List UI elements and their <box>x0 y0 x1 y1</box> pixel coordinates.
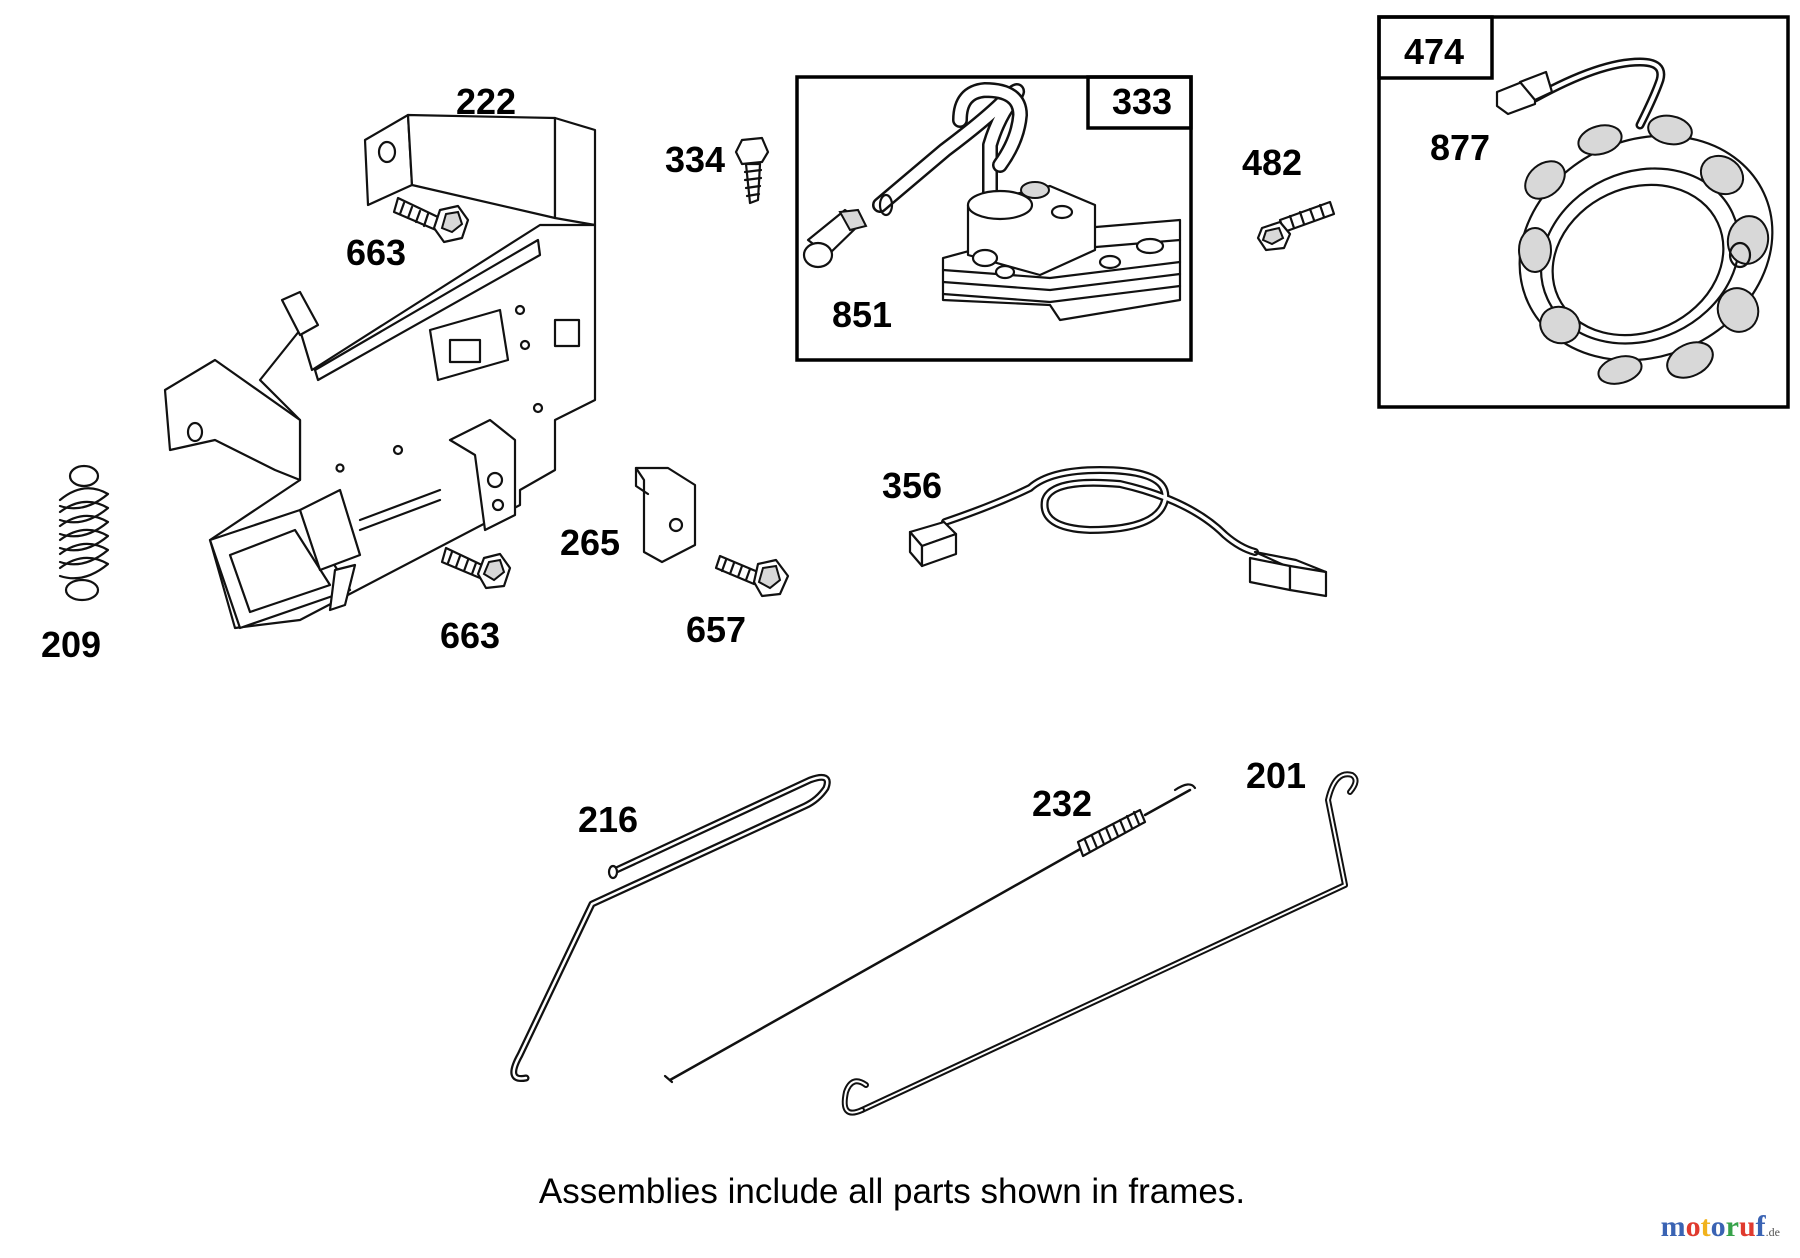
frame-label-333: 333 <box>1112 81 1173 122</box>
label-663-lower: 663 <box>440 615 501 656</box>
label-877: 877 <box>1430 127 1491 168</box>
clip-265 <box>634 466 697 564</box>
screw-482 <box>1256 200 1336 252</box>
label-232: 232 <box>1032 783 1093 824</box>
screw-657 <box>714 554 790 598</box>
watermark-letter: f <box>1755 1210 1766 1243</box>
label-209: 209 <box>41 624 102 665</box>
watermark-suffix: .de <box>1765 1225 1780 1239</box>
watermark-letter: r <box>1725 1210 1739 1243</box>
screw-663-upper <box>392 196 470 244</box>
label-265: 265 <box>560 522 621 563</box>
wire-356 <box>908 466 1328 598</box>
label-334: 334 <box>665 139 726 180</box>
label-663-upper: 663 <box>346 232 407 273</box>
rod-201 <box>841 771 1359 1116</box>
label-482: 482 <box>1242 142 1303 183</box>
armature-851 <box>802 82 1182 322</box>
frame-333 <box>795 75 1193 362</box>
watermark-letter: o <box>1710 1210 1726 1243</box>
watermark-letter: u <box>1738 1210 1756 1243</box>
label-222: 222 <box>456 81 517 122</box>
label-201: 201 <box>1246 755 1307 796</box>
label-851: 851 <box>832 294 893 335</box>
control-bracket-222 <box>163 113 597 630</box>
watermark-letter: o <box>1685 1210 1701 1243</box>
frame-label-474: 474 <box>1404 31 1465 72</box>
frame-474 <box>1377 15 1790 409</box>
watermark-letter: t <box>1700 1210 1711 1243</box>
screw-334 <box>734 136 770 205</box>
label-216: 216 <box>578 799 639 840</box>
rod-232 <box>663 783 1197 1084</box>
label-356: 356 <box>882 465 943 506</box>
screw-663-lower <box>440 546 512 590</box>
spring-209 <box>58 464 110 602</box>
label-657: 657 <box>686 609 747 650</box>
assemblies-note: Assemblies include all parts shown in fr… <box>538 1172 1246 1211</box>
watermark-letter: m <box>1660 1210 1686 1243</box>
alternator-877 <box>1495 57 1774 385</box>
rod-216 <box>510 773 831 1082</box>
watermark-logo: motoruf.de <box>1661 1212 1780 1242</box>
